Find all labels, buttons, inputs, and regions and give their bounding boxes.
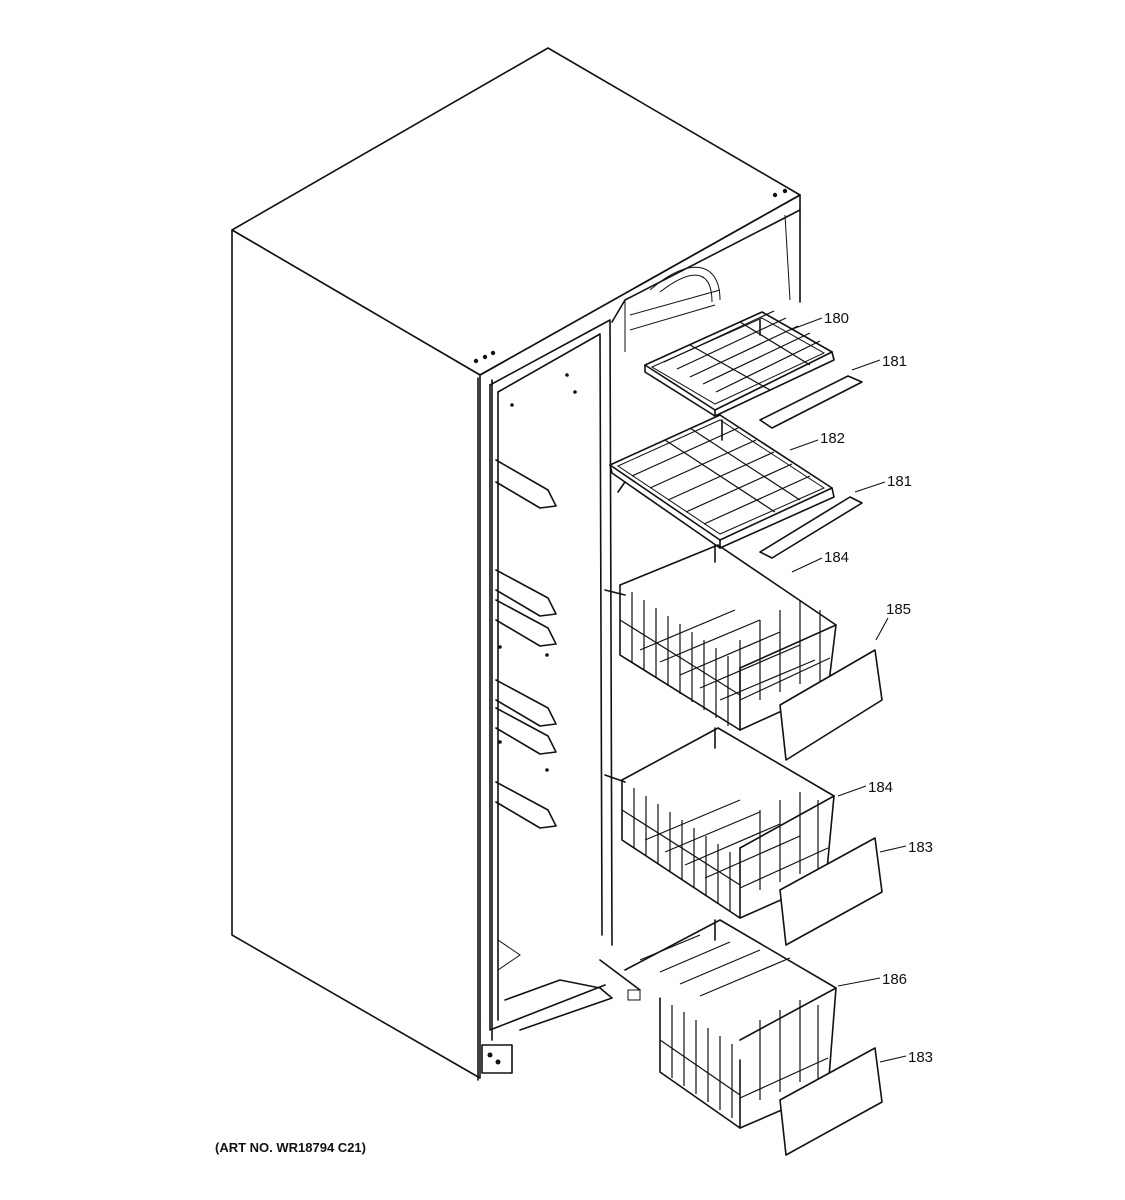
basket-front-panel-upper bbox=[779, 649, 883, 761]
basket-front-panel-middle bbox=[779, 837, 883, 946]
callout-184-middle: 184 bbox=[868, 779, 893, 796]
callout-185: 185 bbox=[886, 601, 911, 618]
shelf-trim-middle bbox=[759, 496, 863, 559]
callout-186: 186 bbox=[882, 971, 907, 988]
callout-183-upper: 183 bbox=[908, 839, 933, 856]
callout-181-lower: 181 bbox=[887, 473, 912, 490]
callout-180: 180 bbox=[824, 310, 849, 327]
callout-181-upper: 181 bbox=[882, 353, 907, 370]
wire-shelf-upper bbox=[644, 310, 835, 417]
callout-184-upper: 184 bbox=[824, 549, 849, 566]
callout-183-lower: 183 bbox=[908, 1049, 933, 1066]
shelf-trim-upper bbox=[759, 375, 863, 429]
wire-shelf-middle bbox=[609, 414, 835, 549]
art-number: (ART NO. WR18794 C21) bbox=[215, 1140, 366, 1155]
callout-leaders bbox=[789, 317, 907, 1063]
callout-182: 182 bbox=[820, 430, 845, 447]
basket-front-panel-lower bbox=[779, 1047, 883, 1156]
wire-basket-upper bbox=[604, 544, 837, 731]
wire-basket-lower bbox=[599, 919, 837, 1129]
refrigerator-cabinet bbox=[231, 47, 801, 1081]
